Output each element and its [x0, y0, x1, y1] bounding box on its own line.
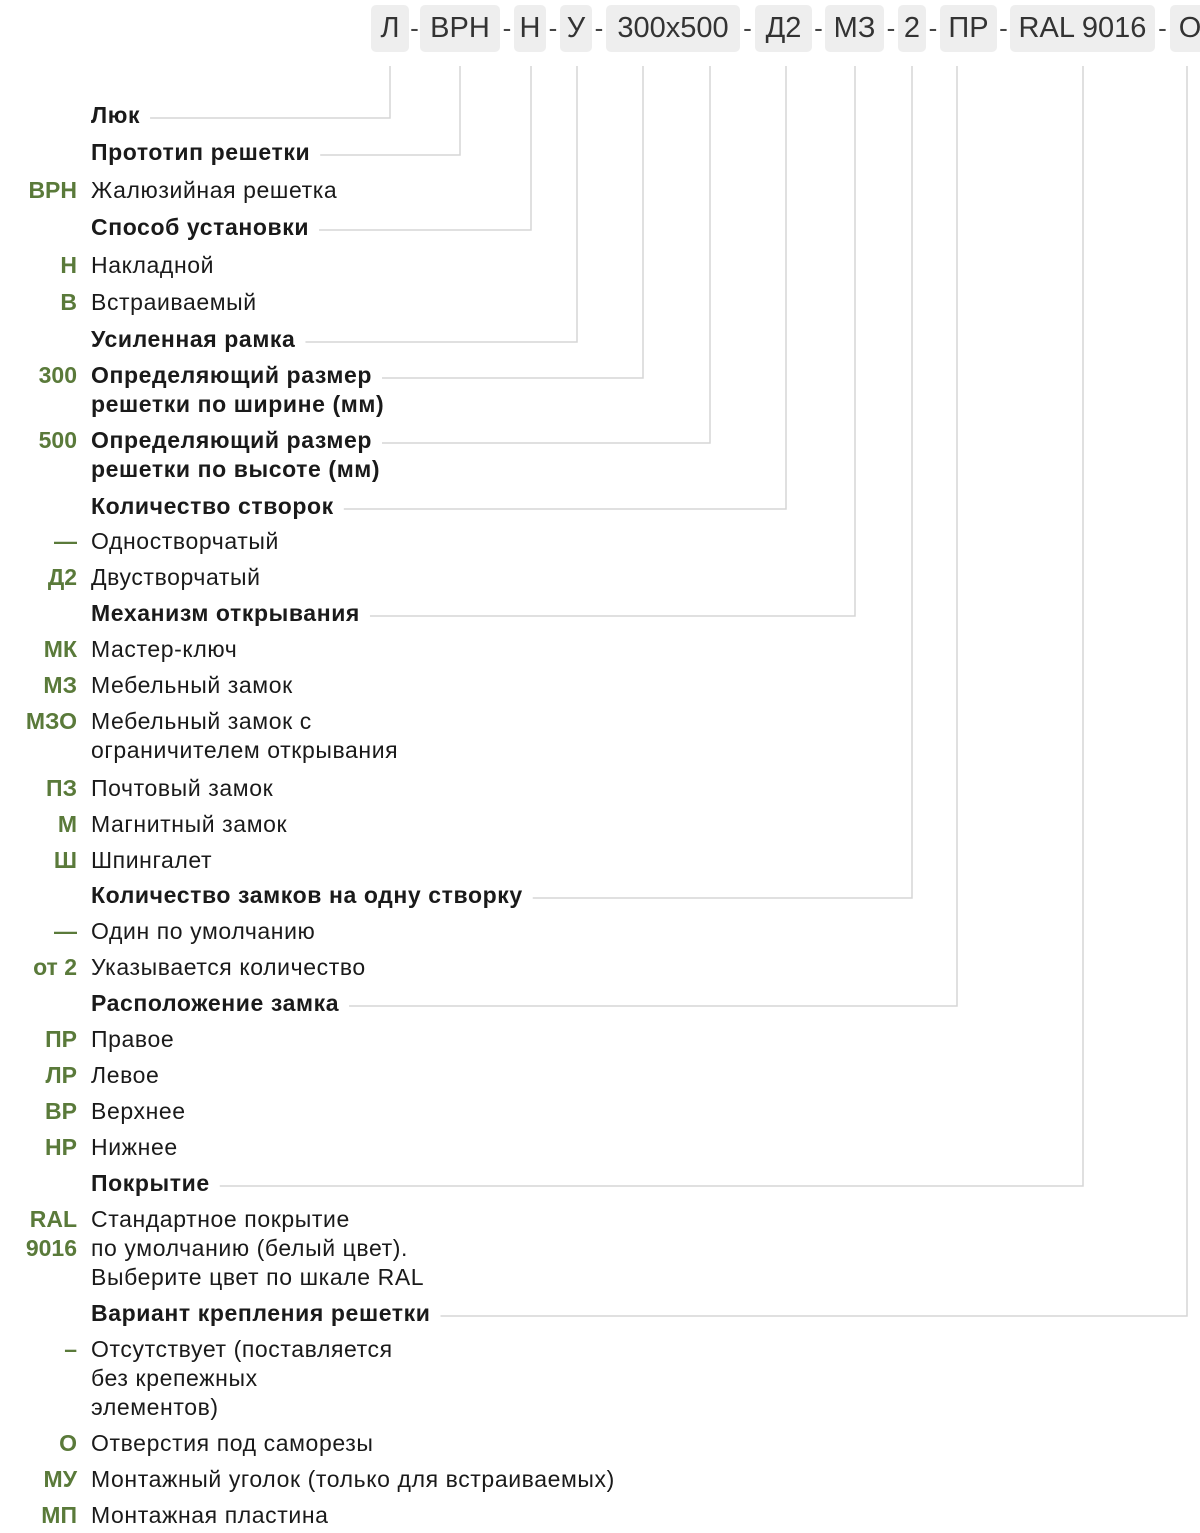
option-code: –: [64, 1336, 77, 1362]
option-code: ЛР: [45, 1062, 77, 1088]
option-code: ПР: [45, 1026, 77, 1052]
heading-label: Количество замков на одну створку: [91, 882, 523, 908]
connector-line: [150, 66, 391, 119]
code-separator: -: [594, 13, 604, 43]
option-label: Один по умолчанию: [91, 918, 316, 944]
code-separator: -: [999, 13, 1008, 43]
code-chip: МЗ: [825, 5, 884, 52]
heading-label: Расположение замка: [91, 990, 340, 1016]
code-separator: -: [814, 13, 823, 43]
option-label: Двустворчатый: [91, 564, 261, 590]
option-label: Встраиваемый: [91, 289, 257, 315]
code-separator: -: [548, 13, 558, 43]
heading-label: Способ установки: [91, 214, 310, 240]
code-chip: У: [560, 5, 592, 52]
option-label: Накладной: [91, 252, 215, 278]
option-code: —: [54, 918, 77, 944]
option-code: О: [59, 1430, 77, 1456]
connector-line: [532, 66, 913, 899]
code-separator: -: [928, 13, 938, 43]
option-code: Ш: [53, 847, 77, 873]
code-chip: 300x500: [606, 5, 740, 52]
code-chip: 2: [898, 5, 926, 52]
code-separator: -: [743, 13, 752, 43]
code-chip: Д2: [755, 5, 812, 52]
code-chip: О: [1170, 5, 1200, 52]
option-label: Левое: [91, 1062, 160, 1088]
heading-label: Покрытие: [91, 1170, 210, 1196]
code-separator: -: [1158, 13, 1167, 43]
code-separator: -: [410, 13, 419, 43]
code-chip: Н: [514, 5, 546, 52]
option-code: RAL 9016: [25, 1206, 77, 1261]
option-label: Монтажная пластина: [91, 1502, 329, 1528]
option-code: МУ: [43, 1466, 77, 1492]
option-code: от 2: [33, 954, 77, 980]
code-chip: ВРН: [420, 5, 500, 52]
option-code: МП: [41, 1502, 77, 1528]
option-label: Мебельный замок: [91, 672, 293, 698]
option-code: НР: [45, 1134, 77, 1160]
code-separator: -: [886, 13, 896, 43]
option-code: МЗ: [43, 672, 77, 698]
option-code: 300: [38, 362, 77, 388]
option-label: Магнитный замок: [91, 811, 288, 837]
connector-line: [319, 66, 532, 231]
option-code: Н: [60, 252, 77, 278]
connector-line: [320, 66, 461, 156]
code-chip: RAL 9016: [1010, 5, 1155, 52]
heading-label: Вариант крепления решетки: [91, 1300, 431, 1326]
option-code: МЗО: [25, 708, 77, 734]
option-code: В: [60, 289, 77, 315]
option-code: М: [57, 811, 77, 837]
option-code: ПЗ: [46, 775, 77, 801]
heading-label: Усиленная рамка: [91, 326, 296, 352]
connector-line: [440, 66, 1188, 1317]
option-label: Отверстия под саморезы: [91, 1430, 374, 1456]
code-chip: ПР: [940, 5, 997, 52]
heading-label: Механизм открывания: [91, 600, 360, 626]
heading-label: Определяющий размер решетки по ширине (м…: [91, 362, 385, 417]
connector-line: [382, 66, 644, 379]
connector-line: [305, 66, 578, 343]
option-label: Правое: [91, 1026, 175, 1052]
option-label: Стандартное покрытие по умолчанию (белый…: [91, 1206, 425, 1290]
option-label: Монтажный уголок (только для встраиваемы…: [91, 1466, 615, 1492]
option-label: Отсутствует (поставляется без крепежных …: [91, 1336, 393, 1420]
heading-label: Прототип решетки: [91, 139, 311, 165]
heading-label: Количество створок: [91, 493, 334, 519]
option-label: Указывается количество: [91, 954, 366, 980]
connector-line: [382, 66, 711, 444]
option-code: 500: [38, 427, 77, 453]
option-label: Жалюзийная решетка: [91, 177, 338, 203]
connector-line: [349, 66, 958, 1007]
option-code: Д2: [47, 564, 77, 590]
option-label: Почтовый замок: [91, 775, 274, 801]
heading-label: Люк: [91, 102, 141, 128]
option-label: Одностворчатый: [91, 528, 279, 554]
connector-line: [369, 66, 856, 617]
option-label: Шпингалет: [91, 847, 213, 873]
option-code: МК: [43, 636, 77, 662]
option-code: ВР: [45, 1098, 77, 1124]
option-label: Мебельный замок с ограничителем открыван…: [91, 708, 399, 763]
connector-line: [219, 66, 1084, 1187]
option-code: —: [54, 528, 77, 554]
option-code: ВРН: [28, 177, 77, 203]
option-label: Нижнее: [91, 1134, 178, 1160]
code-chip: Л: [371, 5, 409, 52]
heading-label: Определяющий размер решетки по высоте (м…: [91, 427, 381, 482]
option-label: Верхнее: [91, 1098, 186, 1124]
code-separator: -: [502, 13, 512, 43]
connector-line: [343, 66, 787, 510]
option-label: Мастер-ключ: [91, 636, 238, 662]
